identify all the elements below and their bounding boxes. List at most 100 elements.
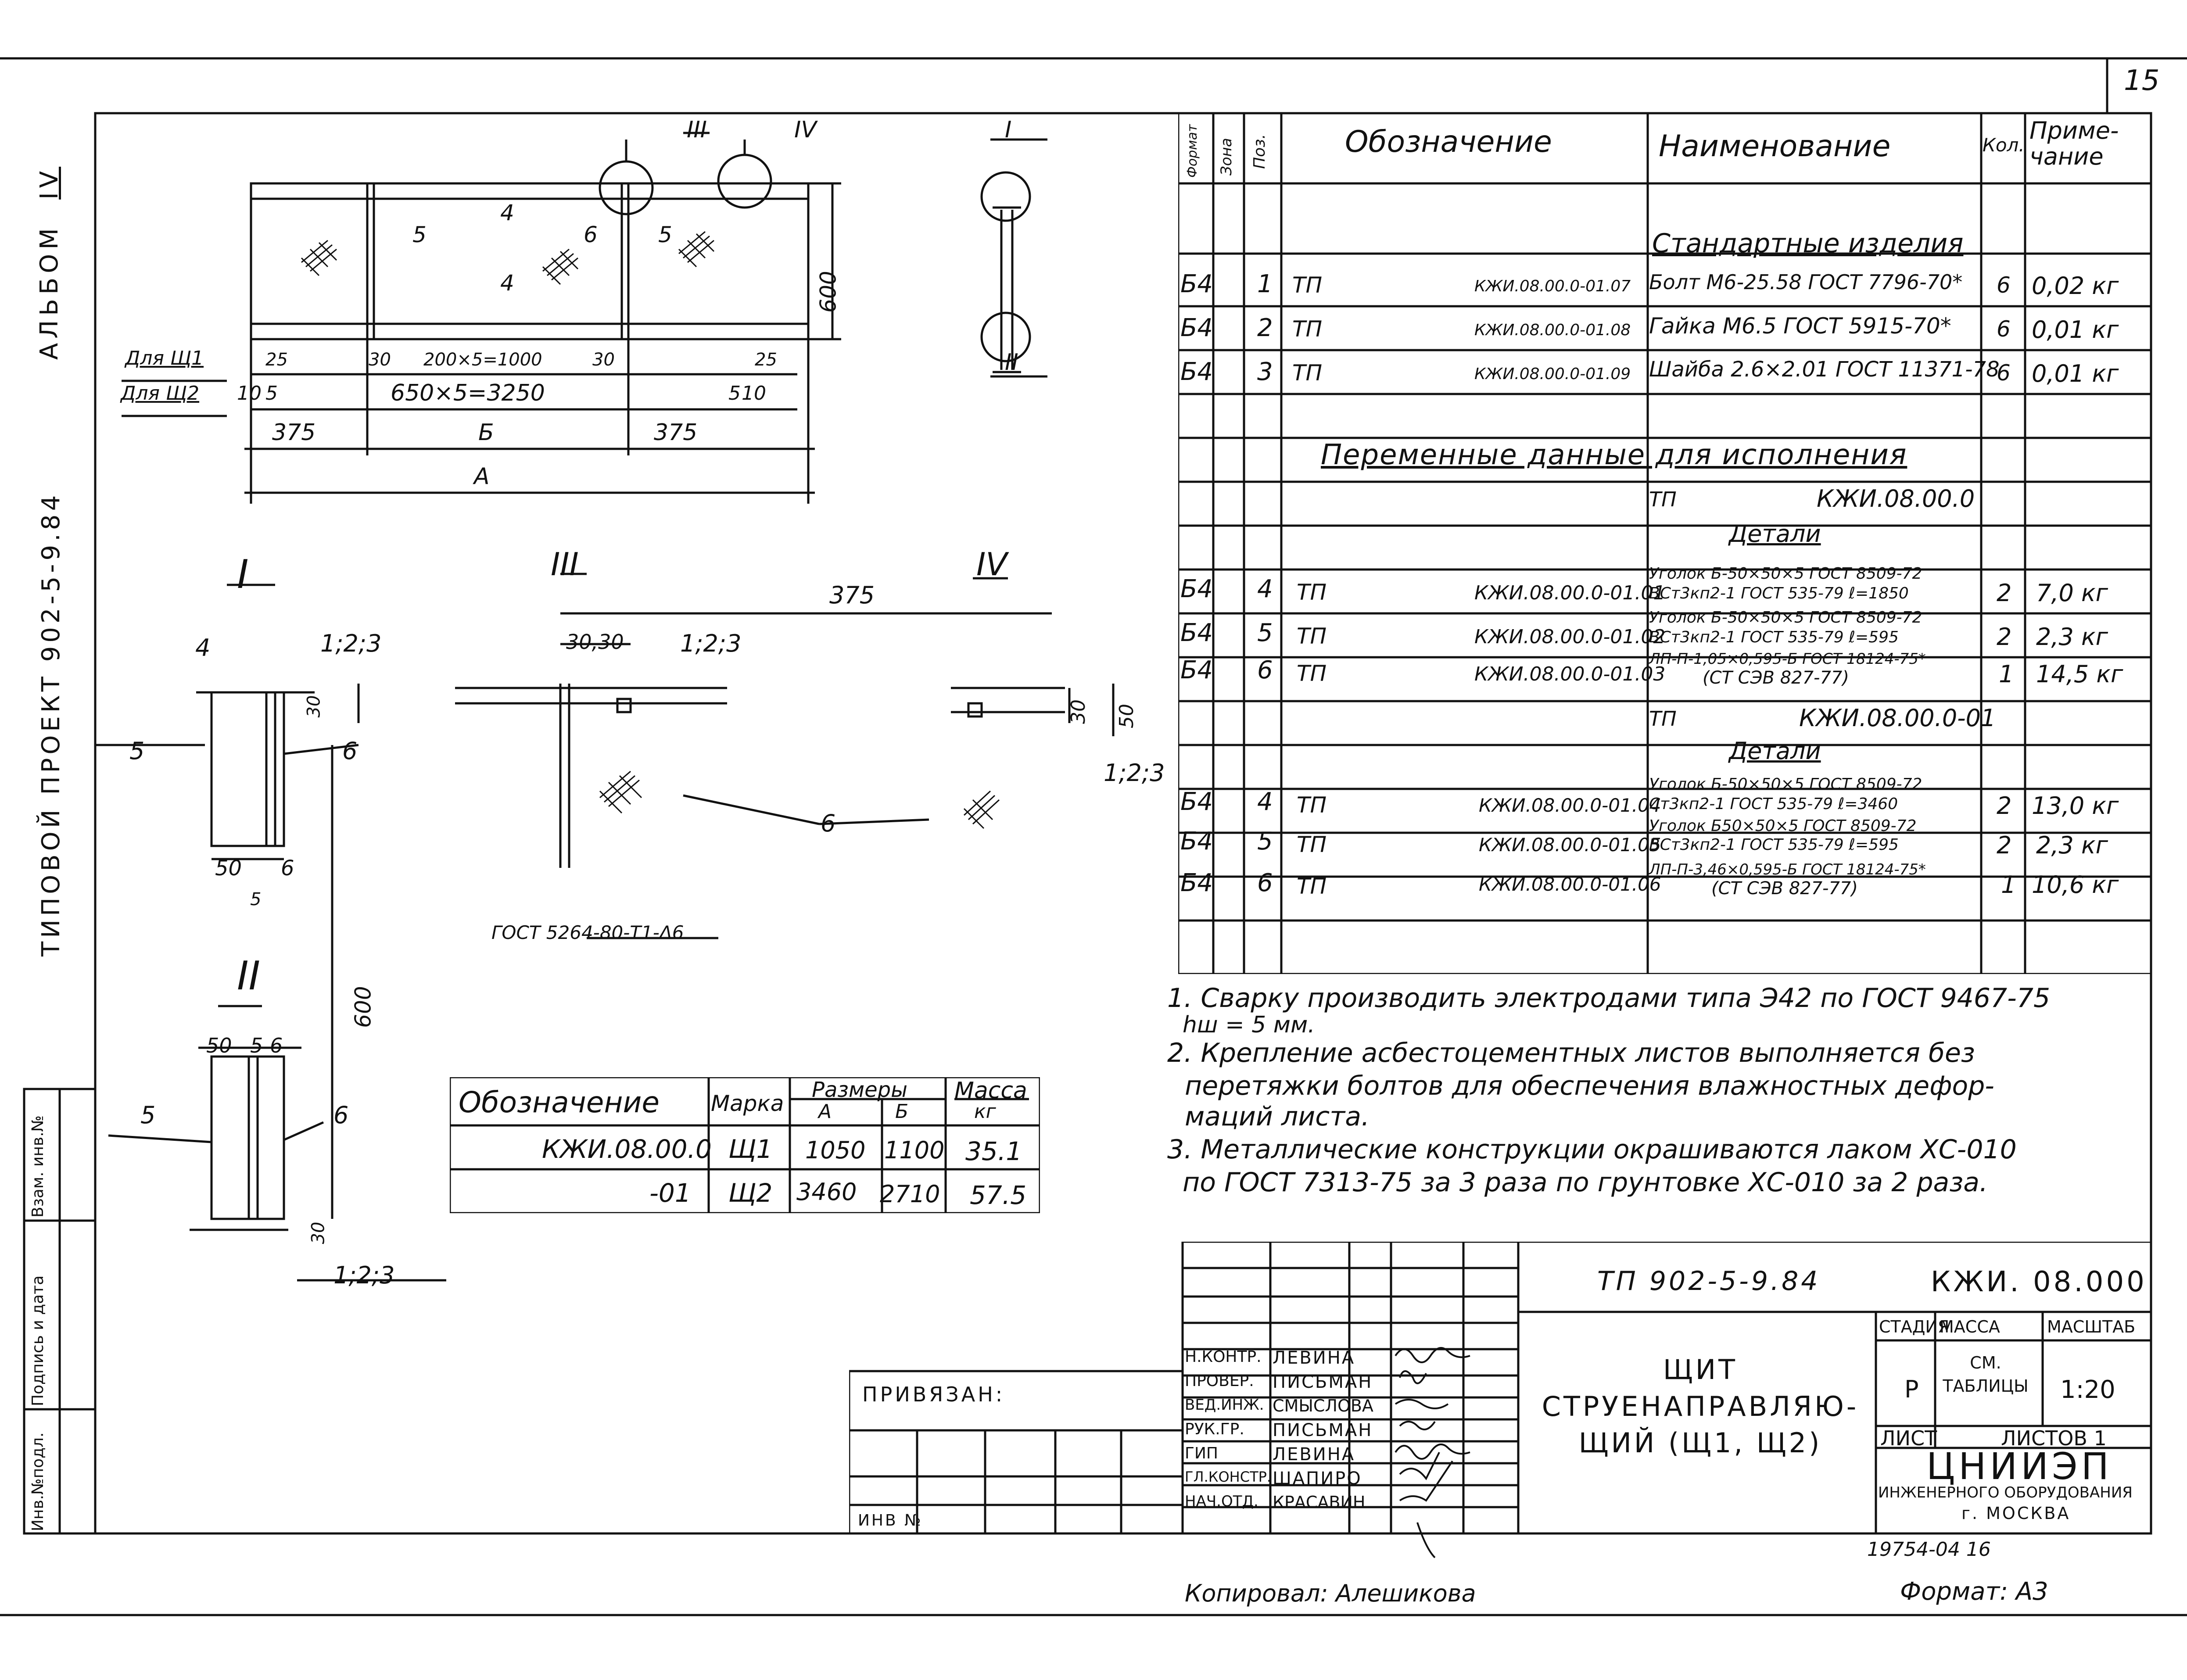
drawing-title: ЩИТ СТРУЕНАПРАВЛЯЮ- ЩИЙ (Щ1, Щ2) <box>1542 1354 1859 1459</box>
var1-code: КЖИ.08.00.0 <box>1817 485 1975 512</box>
dim-30a: 30 <box>369 350 391 370</box>
sec2-d5: 5 <box>250 1034 263 1057</box>
sec2-title: II <box>237 953 261 999</box>
dims-header-mass: Масса <box>954 1078 1027 1104</box>
dims-header-mark: Марка <box>711 1091 784 1116</box>
sec4-d50: 50 <box>1115 704 1138 728</box>
var2-code: КЖИ.08.00.0-01 <box>1799 704 1996 732</box>
callout-circle-iii <box>599 160 654 215</box>
doc-code: КЖИ. 08.000 <box>1931 1266 2147 1298</box>
spec-header-format: Формат <box>1185 124 1200 178</box>
replace-field: Взам. инв.№ <box>29 1115 47 1218</box>
dim-25b: 25 <box>755 350 777 370</box>
for-sh1: Для Щ1 <box>125 347 204 369</box>
stage-value: Р <box>1904 1376 1919 1403</box>
dim-650x5: 650×5=3250 <box>391 380 545 406</box>
note-line: 3. Металлические конструкции окрашиваютс… <box>1167 1134 2017 1165</box>
sec1-d30: 30 <box>304 695 324 718</box>
note-line: перетяжки болтов для обеспечения влажнос… <box>1185 1071 1994 1101</box>
detail-circle-ii <box>980 312 1031 362</box>
section-variable: Переменные данные для исполнения <box>1321 439 1907 471</box>
sec2-d50: 50 <box>206 1034 232 1057</box>
sec3-d3030: 30,30 <box>566 630 624 654</box>
note-line: маций листа. <box>1185 1101 1370 1132</box>
org-sub: ИНЖЕНЕРНОГО ОБОРУДОВАНИЯ <box>1878 1484 2133 1501</box>
spec-header-name: Наименование <box>1659 129 1891 164</box>
for-sh2: Для Щ2 <box>121 382 200 405</box>
dim-5b: 5 <box>728 382 741 405</box>
detail-circle-i <box>980 171 1031 222</box>
archive-number: 19754-04 16 <box>1867 1538 1991 1561</box>
page-number: 15 <box>2124 64 2160 97</box>
var2-details: Детали <box>1729 737 1821 765</box>
sec1-d5: 5 <box>250 889 262 910</box>
title-block-grid <box>849 1242 2151 1533</box>
sec1-d50: 50 <box>215 856 242 881</box>
detail-label-ii: II <box>1005 349 1018 376</box>
plan-label-iv: IV <box>794 117 817 143</box>
dims-header-a: А <box>818 1100 832 1123</box>
album-label: АЛЬБОМ IV <box>35 166 64 360</box>
spec-header-note: Приме-чание <box>2029 117 2119 171</box>
drawing-area <box>95 132 1115 1282</box>
plan-label-iii: III <box>687 117 707 143</box>
inv-no-label: ИНВ № <box>858 1512 923 1530</box>
note-line: hш = 5 мм. <box>1183 1012 1315 1038</box>
sec1-title: I <box>237 552 249 598</box>
sec2-pos123: 1;2;3 <box>333 1261 395 1289</box>
section-i-body <box>210 691 285 847</box>
scale-value: 1:20 <box>2060 1376 2115 1404</box>
dim-200x5: 200×5=1000 <box>423 350 542 370</box>
sec4-title: IV <box>976 546 1007 583</box>
plan-pos-6: 6 <box>584 222 598 247</box>
dims-header-sizes: Размеры <box>812 1078 907 1102</box>
mass-value: СМ. ТАБЛИЦЫ <box>1943 1353 2029 1396</box>
inv-field: Инв.№подл. <box>29 1432 47 1531</box>
stage-label: СТАДИЯ <box>1879 1317 1950 1336</box>
handwritten-signatures <box>1395 1347 1470 1558</box>
note-line: по ГОСТ 7313-75 за 3 раза по грунтовке Х… <box>1183 1167 1988 1198</box>
dims-header-b: Б <box>895 1100 909 1123</box>
sec1-pos123: 1;2;3 <box>320 630 382 657</box>
sec3-pos6: 6 <box>821 810 836 837</box>
dim-375b: 375 <box>654 419 698 446</box>
project-code: ТП 902-5-9.84 <box>1597 1266 1821 1297</box>
plan-pos-4a: 4 <box>500 200 514 226</box>
dim-375a: 375 <box>272 419 316 446</box>
sec3-pos123: 1;2;3 <box>680 630 742 657</box>
sec3-d375: 375 <box>829 581 875 609</box>
var1-tp: ТП <box>1649 487 1677 511</box>
dim-10b: 10 <box>742 382 766 405</box>
album-number: IV <box>35 166 64 200</box>
sec4-pos123: 1;2;3 <box>1104 759 1165 787</box>
var1-details: Детали <box>1729 520 1821 548</box>
dim-a: А <box>474 463 490 490</box>
panel-outline <box>250 182 810 340</box>
project-label: ТИПОВОЙ ПРОЕКТ 902-5-9.84 <box>37 491 65 956</box>
sec1-pos5: 5 <box>129 737 145 765</box>
dims-header-mass-unit: кг <box>974 1100 996 1123</box>
plan-pos-5b: 5 <box>658 222 672 247</box>
sec2-pos6: 6 <box>333 1101 349 1129</box>
mass-label: МАССА <box>1940 1317 2000 1336</box>
scale-label: МАСШТАБ <box>2047 1317 2136 1336</box>
dim-30b: 30 <box>592 350 615 370</box>
plan-pos-4b: 4 <box>500 270 514 296</box>
spec-table-grid <box>1178 113 2151 974</box>
spec-header-qty: Кол. <box>1983 134 2025 156</box>
dim-25a: 25 <box>265 350 288 370</box>
sign-field: Подпись и дата <box>29 1275 47 1406</box>
dims-header-designation: Обозначение <box>459 1085 660 1119</box>
org-name: ЦНИИЭП <box>1926 1445 2112 1488</box>
section-standard: Стандартные изделия <box>1652 228 1964 259</box>
spec-header-designation: Обозначение <box>1345 125 1552 159</box>
format-label: Формат: А3 <box>1900 1577 2048 1606</box>
sec2-d30: 30 <box>308 1221 329 1244</box>
note-line: 2. Крепление асбестоцементных листов вып… <box>1167 1038 1975 1068</box>
sec4-d30: 30 <box>1067 699 1090 724</box>
spec-header-zone: Зона <box>1218 138 1235 176</box>
sec1-pos6: 6 <box>342 737 358 765</box>
sec2-pos5: 5 <box>140 1101 156 1129</box>
note-line: 1. Сварку производить электродами типа Э… <box>1167 983 2051 1014</box>
sheets-label: ЛИСТОВ 1 <box>2001 1426 2107 1450</box>
